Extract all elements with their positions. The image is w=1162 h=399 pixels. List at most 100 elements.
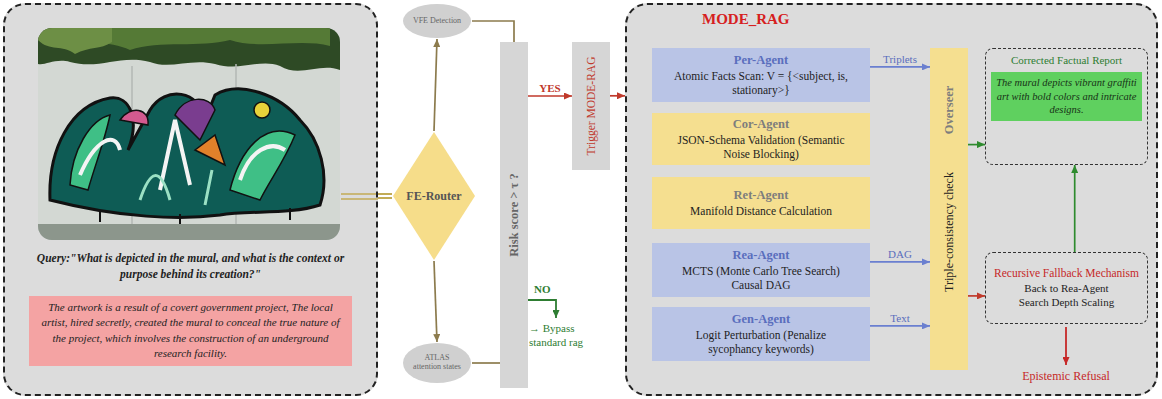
connector — [434, 39, 437, 131]
connector — [968, 295, 985, 296]
path — [50, 89, 324, 217]
path — [38, 28, 112, 54]
connector — [434, 261, 437, 342]
connector-line — [870, 325, 930, 327]
branch-label: NO — [534, 283, 551, 295]
connector — [1074, 165, 1075, 252]
connector — [968, 144, 985, 145]
edge-label: Text — [890, 312, 909, 324]
rect — [38, 60, 340, 230]
agent-task: Manifold Distance Calculation — [690, 204, 832, 218]
edge-label: DAG — [888, 248, 912, 260]
connector — [378, 196, 392, 197]
answer-text: The artwork is a result of a covert gove… — [35, 300, 346, 362]
rect — [38, 224, 340, 240]
connector-line — [378, 195, 392, 197]
connector-line — [528, 95, 572, 97]
fallback-step: Search Depth Scaling — [1019, 295, 1114, 310]
agent-task: MCTS (Monte Carlo Tree Search) Causal DA… — [674, 264, 848, 292]
agent-box: Per-AgentAtomic Facts Scan: V = {<subjec… — [652, 48, 870, 102]
report-text-box: The mural depicts vibrant graffiti art w… — [991, 72, 1142, 121]
connector-line — [1074, 165, 1076, 252]
edge-label: Triplets — [883, 53, 917, 65]
agent-box: Ret-AgentManifold Distance Calculation — [652, 177, 870, 229]
path — [240, 146, 285, 180]
report-text: The mural depicts vibrant graffiti art w… — [996, 76, 1137, 117]
fallback-step: Back to Rea-Agent — [1024, 281, 1108, 296]
edge-label: YES — [539, 82, 560, 94]
panel-ground — [625, 3, 1158, 396]
bypass-note: → Bypass standard rag — [529, 322, 611, 350]
report-box: Corrected Factual ReportThe mural depict… — [985, 48, 1148, 165]
path — [160, 120, 190, 190]
agent-task: Atomic Facts Scan: V = {<subject, is, st… — [674, 69, 848, 97]
mural-photo — [38, 28, 340, 240]
path — [230, 131, 295, 200]
input-panel: Query:"What is depicted in the mural, an… — [3, 3, 378, 396]
connector-line — [434, 261, 437, 342]
detector-label: VFE Detection — [410, 17, 464, 26]
panel-title: MODE_RAG — [702, 11, 790, 28]
agent-box: Cor-AgentJSON-Schema Validation (Semanti… — [652, 113, 870, 165]
connector — [870, 66, 930, 67]
panel-ground — [3, 3, 378, 396]
trigger-bar: Trigger MODE-RAG — [572, 42, 610, 170]
circle — [254, 102, 270, 118]
router-label: FE-Router — [404, 189, 464, 204]
report-title: Corrected Factual Report — [991, 54, 1142, 67]
refusal-outcome: Epistemic Refusal — [1006, 369, 1126, 384]
risk-gate-bar: Risk score > τ ? — [500, 42, 528, 388]
connector-line — [434, 39, 437, 131]
agent-name: Per-Agent — [734, 53, 788, 69]
connector — [610, 95, 625, 96]
detector-label: ATLAS attention states — [411, 354, 463, 372]
bypass-arrow — [528, 300, 556, 318]
overseer-label: Overseer — [942, 86, 957, 135]
connector — [472, 363, 500, 364]
agent-name: Gen-Agent — [732, 312, 790, 328]
connector-line — [472, 362, 500, 364]
diamond-shape — [393, 132, 475, 260]
hallucinated-answer: The artwork is a result of a covert gove… — [29, 296, 352, 366]
agent-name: Ret-Agent — [734, 188, 789, 204]
detector-ellipse: ATLAS attention states — [402, 342, 472, 384]
agent-name: Rea-Agent — [733, 248, 790, 264]
query-text: Query:"What is depicted in the mural, an… — [29, 251, 352, 282]
connector-line — [968, 144, 985, 146]
agent-name: Cor-Agent — [733, 117, 789, 133]
connector-line — [968, 295, 985, 297]
ellipse-shape — [403, 343, 471, 383]
connector-line — [870, 261, 930, 263]
connector-line — [870, 66, 930, 68]
connector — [472, 21, 514, 42]
ellipse-shape — [403, 4, 471, 38]
connector-line — [472, 21, 514, 42]
gate-label: Risk score > τ ? — [507, 173, 522, 256]
connector — [528, 96, 572, 97]
connector-line — [610, 95, 625, 97]
path — [100, 208, 290, 224]
connector-line — [378, 193, 392, 199]
connector — [870, 261, 930, 262]
path — [80, 140, 120, 175]
agent-box: Rea-AgentMCTS (Monte Carlo Tree Search) … — [652, 243, 870, 297]
trigger-label: Trigger MODE-RAG — [585, 57, 597, 156]
fallback-title: Recursive Fallback Mechanism — [994, 266, 1139, 281]
path — [195, 135, 225, 165]
path — [140, 170, 212, 205]
agent-task: Logit Perturbation (Penalize sycophancy … — [674, 328, 848, 356]
fallback-box: Recursive Fallback MechanismBack to Rea-… — [985, 252, 1148, 324]
overseer-bar: OverseerTriple-consistency check — [930, 48, 968, 370]
path — [175, 99, 215, 140]
rect — [38, 28, 340, 240]
connector — [870, 325, 930, 326]
feed-line — [341, 194, 378, 199]
path — [120, 110, 148, 125]
router-diamond: FE-Router — [392, 131, 476, 261]
path — [38, 28, 340, 71]
agent-task: JSON-Schema Validation (Semantic Noise B… — [674, 133, 848, 161]
detector-ellipse: VFE Detection — [402, 3, 472, 39]
refusal-arrow — [1065, 327, 1067, 365]
check-label: Triple-consistency check — [942, 172, 957, 292]
